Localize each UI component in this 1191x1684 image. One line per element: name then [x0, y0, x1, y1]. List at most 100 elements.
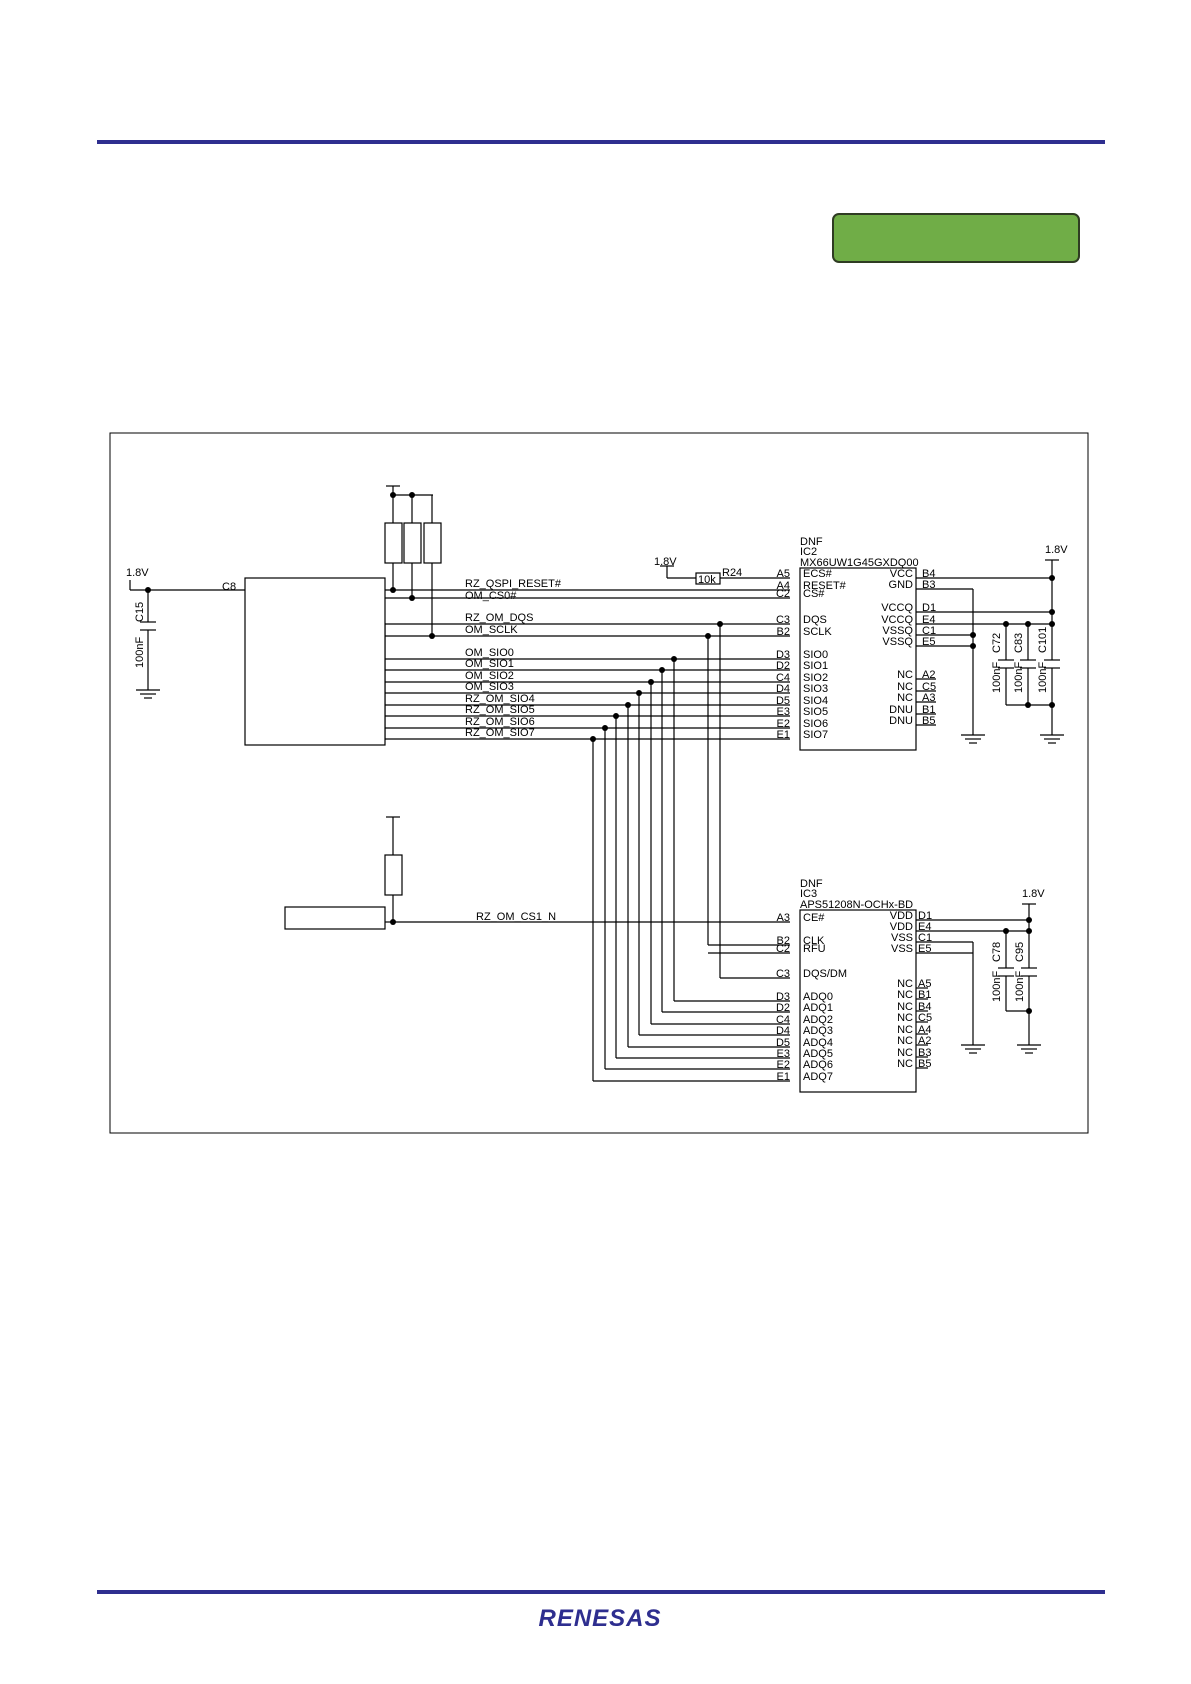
ic2-pin-num: C2: [776, 588, 790, 600]
ic2-pin-num: B4: [922, 568, 935, 580]
ic3-pin-num: C4: [776, 1014, 790, 1026]
ic3-pin-name: ADQ3: [803, 1025, 833, 1037]
ic3-pin-name: NC: [897, 1058, 913, 1070]
ic2-pin-name: SCLK: [803, 626, 832, 638]
ic3-pin-num: D5: [776, 1037, 790, 1049]
ic3-pin-num: E3: [777, 1048, 790, 1060]
ic2-pin-num: A2: [922, 669, 935, 681]
ic2-pin-num: A4: [777, 580, 790, 592]
ic3-pin-num: C1: [918, 932, 932, 944]
ic3-pin-num: D2: [776, 1002, 790, 1014]
c72-ref: C72: [991, 633, 1003, 653]
ic3-pin-num: A3: [777, 912, 790, 924]
ic2-pin-num: C3: [776, 614, 790, 626]
ic2-pin-num: B5: [922, 715, 935, 727]
ic3-pin-name: DQS/DM: [803, 968, 847, 980]
ic2-pin-name: VCCQ: [881, 602, 913, 614]
net-label-2: RZ_OM_DQS: [465, 612, 533, 624]
net-label-3: OM_SCLK: [465, 624, 518, 636]
ic3-pin-name: NC: [897, 1012, 913, 1024]
pullup-resistor-3: [423, 522, 442, 564]
renesas-logo: RENESAS: [538, 1605, 660, 1632]
header-rule: [97, 140, 1105, 144]
c15-ref: C15: [134, 602, 146, 622]
ic2-status: DNF: [800, 536, 823, 548]
ic2-pin-name: VCC: [890, 568, 913, 580]
ic3-pin-name: NC: [897, 1024, 913, 1036]
c72-value: 100nF: [991, 662, 1003, 693]
power-label-r24: 1.8V: [654, 556, 677, 568]
ic2-pin-num: D5: [776, 695, 790, 707]
ic2-pin-name: GND: [889, 579, 914, 591]
ic3-ref: IC3: [800, 888, 817, 900]
ic3-pin-name: NC: [897, 978, 913, 990]
ic2-pin-num: D3: [776, 649, 790, 661]
ic3-pin-name: ADQ5: [803, 1048, 833, 1060]
ic3-pin-name: RFU: [803, 943, 826, 955]
ic2-pin-num: E2: [777, 718, 790, 730]
net-label-10: RZ_OM_SIO6: [465, 716, 535, 728]
c78-value: 100nF: [991, 971, 1003, 1002]
ic3-pin-num: C3: [776, 968, 790, 980]
ic3-pin-num: E2: [777, 1059, 790, 1071]
c83-ref: C83: [1013, 633, 1025, 653]
ic3-pin-name: NC: [897, 1035, 913, 1047]
power-label-left: 1.8V: [126, 567, 149, 579]
ic2-part: MX66UW1G45GXDQ00: [800, 557, 919, 569]
ic2-pin-name: RESET#: [803, 580, 847, 592]
ic3-pin-num: C2: [776, 943, 790, 955]
ic3-pin-num: E1: [777, 1071, 790, 1083]
net-label-0: RZ_QSPI_RESET#: [465, 578, 562, 590]
ic3-pin-name: CLK: [803, 935, 825, 947]
ic2-pin-name: ECS#: [803, 568, 833, 580]
ic3-pin-name: VDD: [890, 910, 913, 922]
cs1-pullup-resistor: [384, 854, 403, 896]
ic3-pin-name: ADQ2: [803, 1014, 833, 1026]
ic2-pin-num: A5: [777, 568, 790, 580]
ic2-pin-name: SIO6: [803, 718, 828, 730]
ic2-pin-num: C5: [922, 681, 936, 693]
ic2-pin-num: D4: [776, 683, 790, 695]
mcu-block: [244, 577, 386, 746]
net-label-9: RZ_OM_SIO5: [465, 704, 535, 716]
ic2-pin-name: VSSQ: [882, 636, 913, 648]
c83-value: 100nF: [1013, 662, 1025, 693]
ic3-pin-num: B1: [918, 989, 931, 1001]
ic3-pin-num: B5: [918, 1058, 931, 1070]
ic3-body: [799, 909, 917, 1093]
net-label-1: OM_CS0#: [465, 590, 517, 602]
net-label-7: OM_SIO3: [465, 681, 514, 693]
green-label-box: [832, 213, 1080, 263]
ic2-pin-name: VSSQ: [882, 625, 913, 637]
ic3-pin-num: A4: [918, 1024, 931, 1036]
ic2-pin-name: DQS: [803, 614, 827, 626]
ic2-ref: IC2: [800, 546, 817, 558]
power-label-ic2: 1.8V: [1045, 544, 1068, 556]
ic2-pin-name: SIO4: [803, 695, 828, 707]
ic2-pin-name: SIO1: [803, 660, 828, 672]
net-label-8: RZ_OM_SIO4: [465, 693, 535, 705]
ic3-pin-name: NC: [897, 989, 913, 1001]
ic2-pin-name: VCCQ: [881, 614, 913, 626]
schematic-frame: [109, 432, 1089, 1134]
ic2-pin-num: B2: [777, 626, 790, 638]
cs1-net-label: RZ_OM_CS1_N: [476, 911, 556, 923]
pullup-resistor-1: [384, 522, 403, 564]
footer-rule: [97, 1590, 1105, 1594]
ic3-pin-num: D4: [776, 1025, 790, 1037]
ic3-pin-num: D3: [776, 991, 790, 1003]
ic3-pin-num: C5: [918, 1012, 932, 1024]
ic3-pin-num: B4: [918, 1001, 931, 1013]
ic3-pin-num: E4: [918, 921, 931, 933]
ic3-pin-name: ADQ6: [803, 1059, 833, 1071]
ic3-pin-num: B2: [777, 935, 790, 947]
net-label-11: RZ_OM_SIO7: [465, 727, 535, 739]
c101-value: 100nF: [1037, 662, 1049, 693]
net-label-6: OM_SIO2: [465, 670, 514, 682]
ic3-pin-name: ADQ0: [803, 991, 833, 1003]
ic3-part: APS51208N-OCHx-BD: [800, 899, 913, 911]
ic2-pin-num: E3: [777, 706, 790, 718]
ic2-pin-name: NC: [897, 681, 913, 693]
ic2-pin-num: D1: [922, 602, 936, 614]
